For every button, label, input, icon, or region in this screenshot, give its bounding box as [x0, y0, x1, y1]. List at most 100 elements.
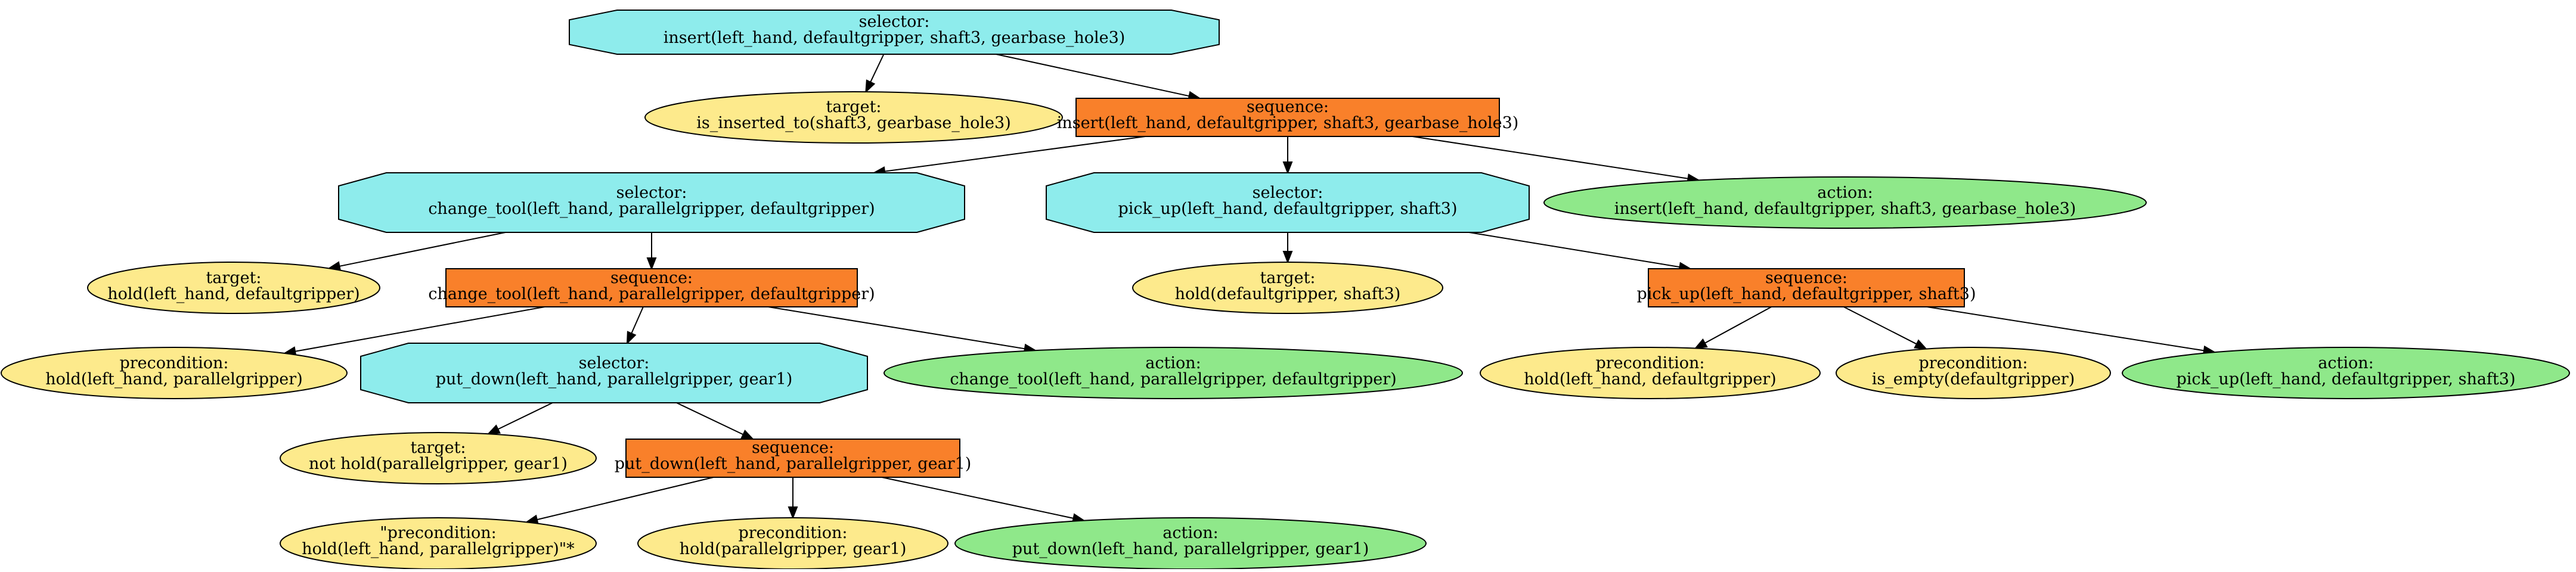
- node-signature: not hold(parallelgripper, gear1): [309, 455, 568, 473]
- node-type-label: target:: [826, 98, 881, 116]
- arrowhead-n10-n14: [1694, 338, 1708, 349]
- condition-ellipse-shape: [644, 91, 1063, 144]
- node-type-label: sequence:: [1765, 269, 1847, 287]
- node-type-label: selector:: [616, 184, 687, 202]
- node-type-label: action:: [1163, 524, 1218, 542]
- node-precondition-hold-left-hand-default: precondition: hold(left_hand, defaultgri…: [1480, 347, 1821, 399]
- node-type-label: target:: [206, 269, 261, 287]
- edge-n3-n4: [884, 136, 1146, 172]
- node-signature: change_tool(left_hand, parallelgripper, …: [428, 285, 875, 303]
- node-type-label: selector:: [1253, 184, 1323, 202]
- edge-n1-n3: [996, 54, 1189, 97]
- node-action-change-tool: action: change_tool(left_hand, parallelg…: [884, 347, 1463, 399]
- node-signature: pick_up(left_hand, defaultgripper, shaft…: [2177, 370, 2516, 388]
- node-signature: hold(parallelgripper, gear1): [680, 540, 907, 558]
- node-signature: change_tool(left_hand, parallelgripper, …: [950, 370, 1396, 388]
- edge-n4-n7: [339, 232, 506, 267]
- node-action-put-down: action: put_down(left_hand, parallelgrip…: [954, 517, 1427, 570]
- node-sequence-insert: sequence: insert(left_hand, defaultgripp…: [1057, 98, 1519, 137]
- node-sequence-change-tool: sequence: change_tool(left_hand, paralle…: [428, 268, 875, 307]
- node-signature: insert(left_hand, defaultgripper, shaft3…: [1614, 200, 2076, 218]
- arrowhead-n4-n8: [646, 257, 657, 271]
- node-target-hold-defaultgripper: target: hold(defaultgripper, shaft3): [1132, 262, 1443, 314]
- node-signature: is_empty(defaultgripper): [1872, 370, 2075, 388]
- arrowhead-n10-n15: [1914, 339, 1928, 350]
- sequence-box-shape: [1648, 268, 1965, 307]
- node-signature: is_inserted_to(shaft3, gearbase_hole3): [696, 114, 1011, 132]
- node-type-label: action:: [1817, 184, 1873, 202]
- node-signature: hold(left_hand, defaultgripper): [1524, 370, 1776, 388]
- condition-ellipse-shape: [280, 432, 597, 484]
- edge-n18-n19: [537, 477, 714, 521]
- node-selector-change-tool: selector: change_tool(left_hand, paralle…: [338, 172, 965, 233]
- condition-ellipse-shape: [87, 262, 380, 314]
- node-target-hold-left-hand: target: hold(left_hand, defaultgripper): [87, 262, 380, 314]
- condition-ellipse-shape: [1, 347, 348, 399]
- node-selector-insert: selector: insert(left_hand, defaultgripp…: [569, 10, 1220, 55]
- condition-ellipse-shape: [1836, 347, 2111, 399]
- selector-octagon-shape: [360, 343, 868, 403]
- edge-n1-n2: [870, 54, 885, 83]
- node-action-insert: action: insert(left_hand, defaultgripper…: [1543, 176, 2147, 229]
- sequence-box-shape: [1075, 98, 1500, 137]
- edge-n12-n17: [497, 402, 553, 430]
- sequence-box-shape: [445, 268, 858, 307]
- arrowhead-n12-n18: [740, 430, 755, 440]
- node-signature: hold(left_hand, defaultgripper): [107, 285, 359, 303]
- arrowhead-n8-n12: [626, 331, 637, 345]
- node-signature: insert(left_hand, defaultgripper, shaft3…: [1057, 114, 1519, 132]
- node-type-label: precondition:: [738, 524, 847, 542]
- node-signature: change_tool(left_hand, parallelgripper, …: [428, 200, 875, 218]
- condition-ellipse-shape: [1132, 262, 1443, 314]
- node-type-label: target:: [1260, 269, 1315, 287]
- node-type-label: precondition:: [1595, 354, 1704, 372]
- node-signature: pick_up(left_hand, defaultgripper, shaft…: [1118, 200, 1458, 218]
- node-signature: put_down(left_hand, parallelgripper, gea…: [615, 455, 972, 473]
- arrowhead-n3-n5: [1282, 161, 1293, 175]
- node-sequence-put-down: sequence: put_down(left_hand, parallelgr…: [615, 439, 972, 478]
- node-precondition-hold-parallelgripper: precondition: hold(left_hand, parallelgr…: [1, 347, 348, 399]
- arrowhead-n1-n2: [865, 79, 876, 94]
- node-type-label: selector:: [579, 354, 650, 372]
- node-precondition-hold-gear1: precondition: hold(parallelgripper, gear…: [637, 517, 948, 570]
- node-type-label: selector:: [859, 13, 930, 31]
- node-signature: put_down(left_hand, parallelgripper, gea…: [436, 370, 793, 388]
- condition-ellipse-shape: [1480, 347, 1821, 399]
- arrowhead-n18-n20: [788, 506, 798, 520]
- node-signature: hold(left_hand, parallelgripper): [45, 370, 302, 388]
- action-ellipse-shape: [2122, 347, 2570, 399]
- node-precondition-is-empty: precondition: is_empty(defaultgripper): [1836, 347, 2111, 399]
- edge-n5-n10: [1469, 232, 1680, 268]
- node-type-label: precondition:: [1918, 354, 2028, 372]
- selector-octagon-shape: [338, 172, 965, 233]
- node-type-label: "precondition:: [380, 524, 497, 542]
- selector-octagon-shape: [1046, 172, 1530, 233]
- arrowhead-n5-n9: [1282, 251, 1293, 264]
- edge-n8-n13: [768, 306, 1025, 350]
- node-precondition-hold-parallelgripper-quoted: "precondition: hold(left_hand, parallelg…: [280, 517, 597, 570]
- action-ellipse-shape: [1543, 176, 2147, 229]
- node-type-label: sequence:: [610, 269, 693, 287]
- node-selector-pick-up: selector: pick_up(left_hand, defaultgrip…: [1046, 172, 1530, 233]
- edge-n18-n21: [882, 477, 1074, 519]
- node-selector-put-down: selector: put_down(left_hand, parallelgr…: [360, 343, 868, 403]
- node-signature: put_down(left_hand, parallelgripper, gea…: [1012, 540, 1369, 558]
- node-signature: hold(left_hand, parallelgripper)"*: [302, 540, 575, 558]
- node-signature: hold(defaultgripper, shaft3): [1175, 285, 1401, 303]
- node-sequence-pick-up: sequence: pick_up(left_hand, defaultgrip…: [1637, 268, 1976, 307]
- edge-n10-n15: [1843, 306, 1917, 345]
- edge-n10-n14: [1704, 306, 1772, 344]
- selector-octagon-shape: [569, 10, 1220, 55]
- edge-n8-n11: [295, 306, 545, 352]
- arrowhead-n12-n17: [486, 424, 501, 435]
- node-signature: insert(left_hand, defaultgripper, shaft3…: [664, 29, 1126, 47]
- node-target-not-hold: target: not hold(parallelgripper, gear1): [280, 432, 597, 484]
- edge-n12-n18: [676, 402, 744, 436]
- action-ellipse-shape: [884, 347, 1463, 399]
- node-type-label: action:: [2318, 354, 2373, 372]
- node-type-label: sequence:: [1247, 98, 1329, 116]
- edge-n10-n16: [1927, 306, 2205, 352]
- node-type-label: precondition:: [119, 354, 228, 372]
- sequence-box-shape: [625, 439, 960, 478]
